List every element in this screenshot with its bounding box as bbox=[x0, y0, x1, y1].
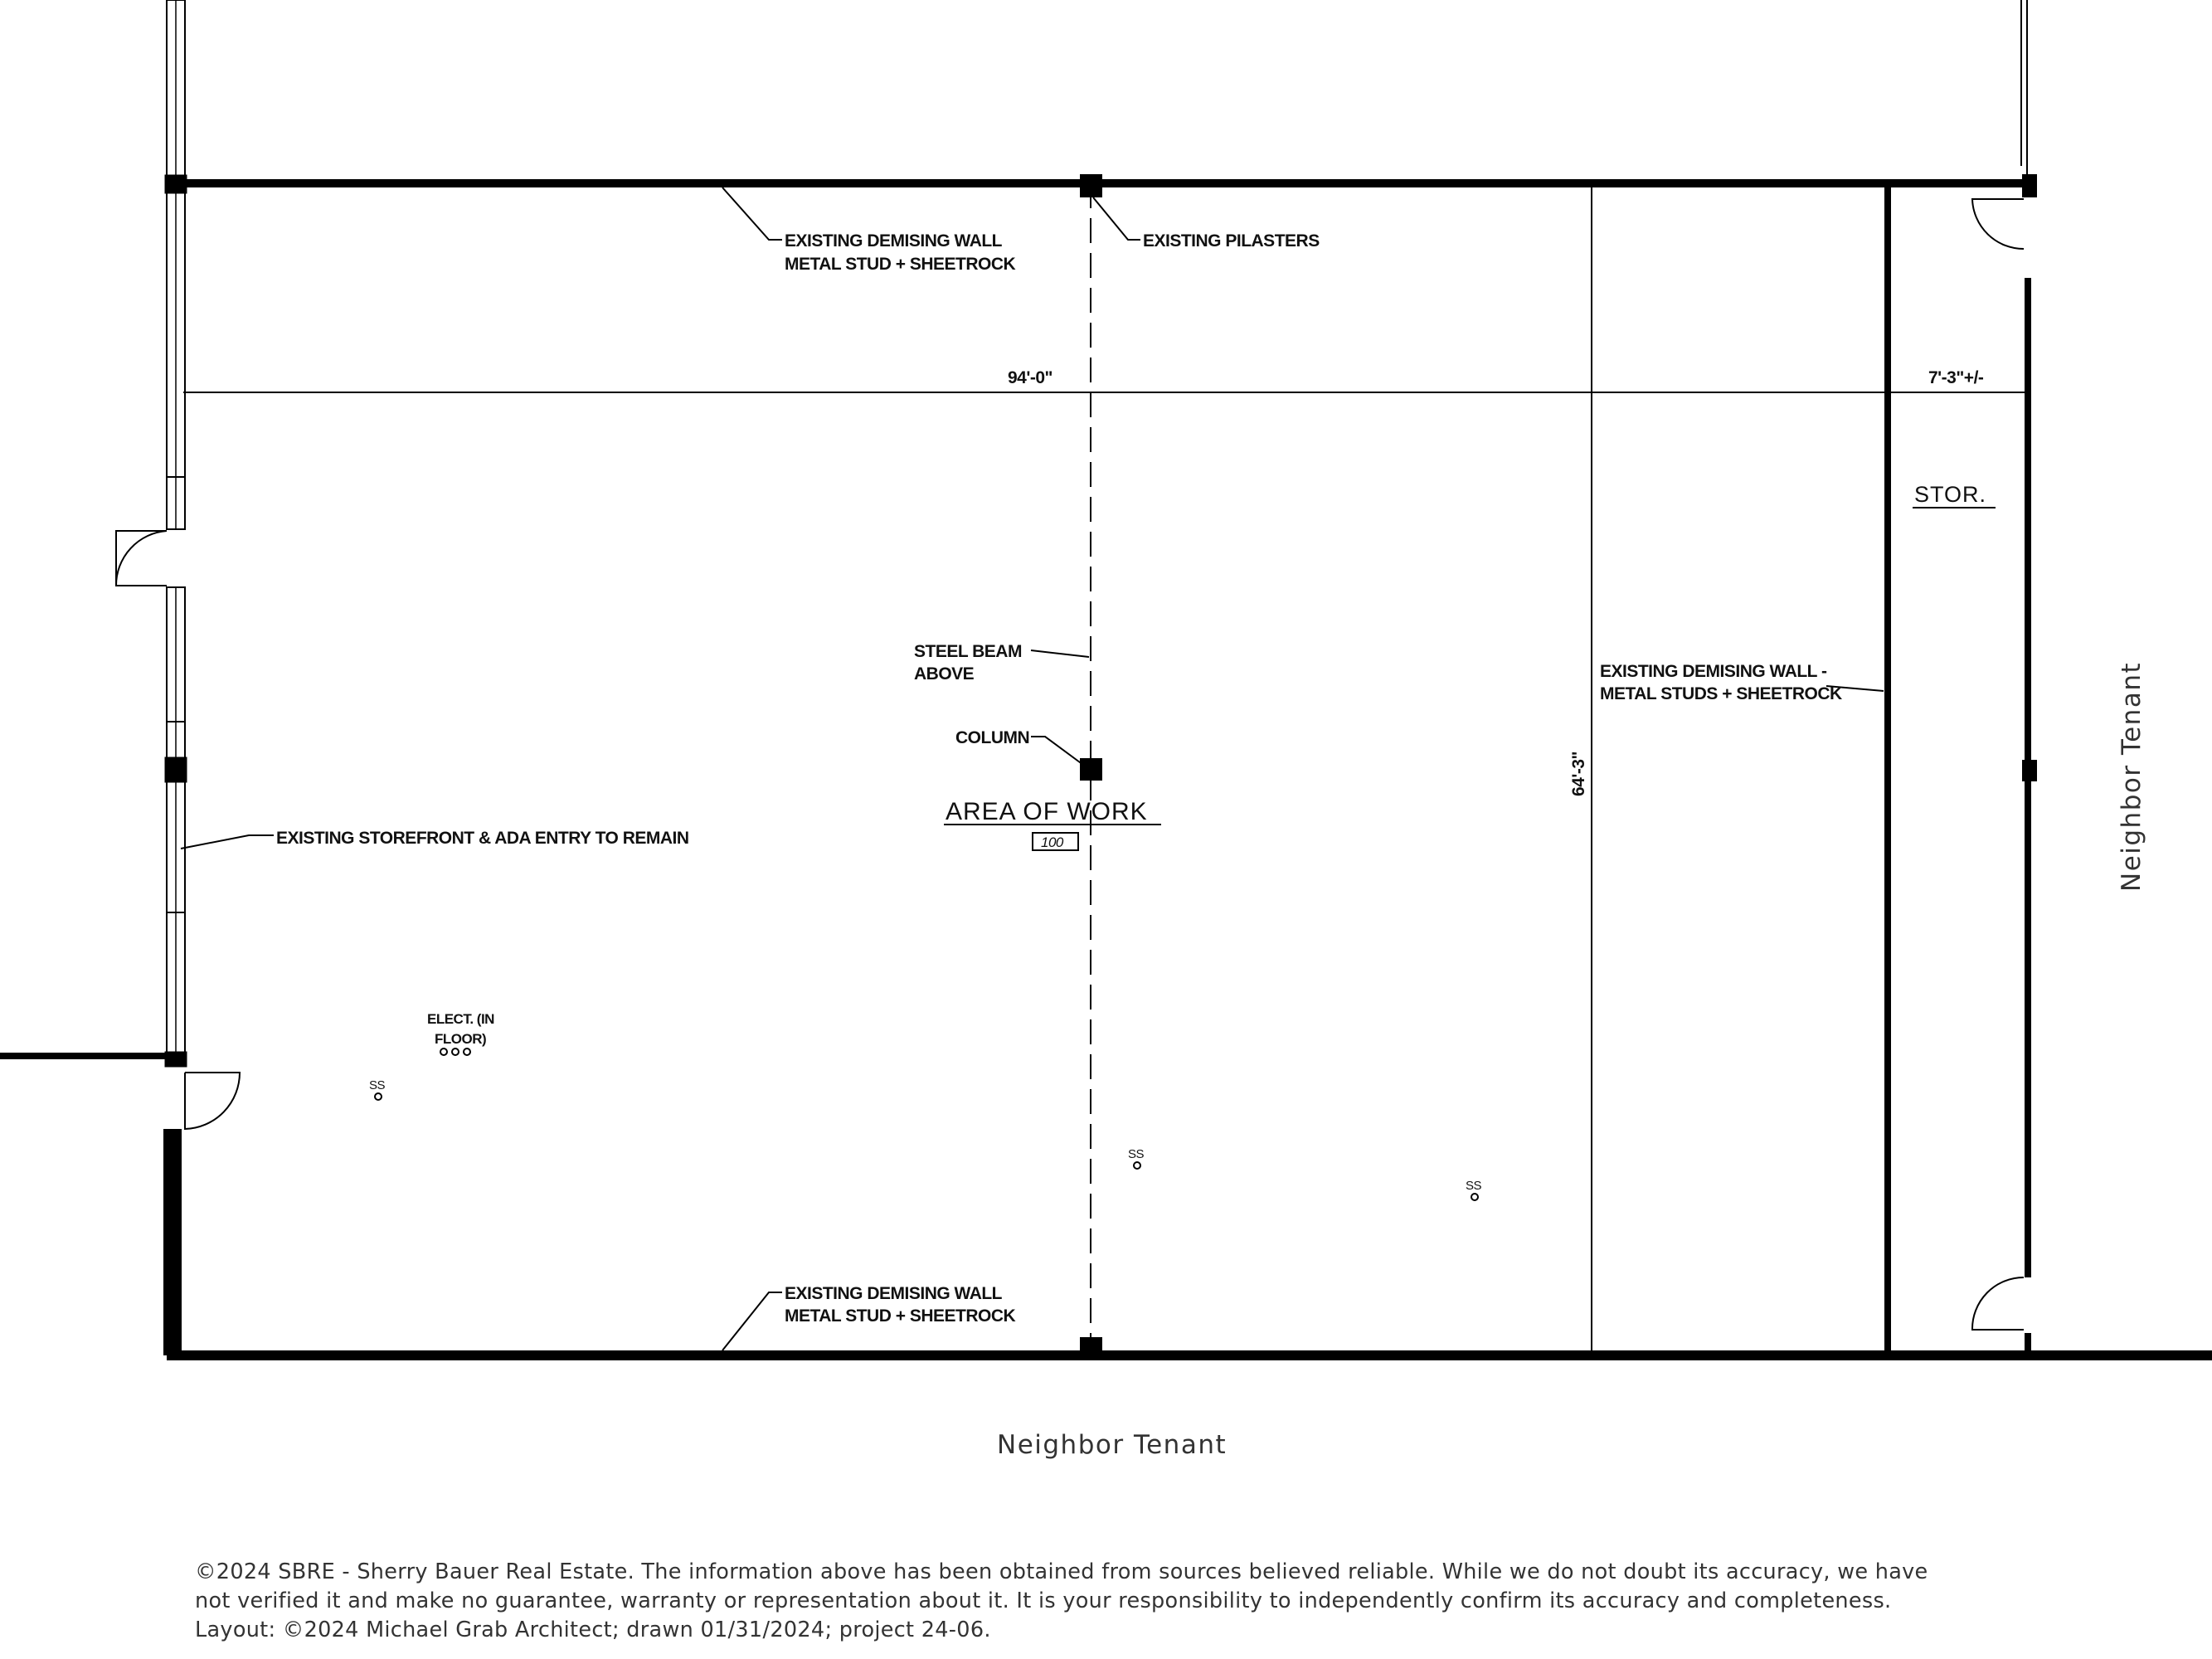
label-storefront: EXISTING STOREFRONT & ADA ENTRY TO REMAI… bbox=[276, 829, 689, 848]
dimension-storage: 7'-3"+/- bbox=[1928, 368, 1984, 387]
label-elect-1: ELECT. (IN bbox=[427, 1011, 494, 1027]
dimension-width: 94'-0" bbox=[1008, 368, 1053, 387]
leaders bbox=[180, 187, 1884, 1351]
dimension-depth: 64'-3" bbox=[1569, 752, 1588, 796]
label-column: COLUMN bbox=[955, 728, 1029, 747]
neighbor-tenant-right: Neighbor Tenant bbox=[2117, 662, 2146, 892]
neighbor-tenant-bottom: Neighbor Tenant bbox=[997, 1430, 1227, 1460]
storage-door-top bbox=[1971, 198, 2025, 250]
walls bbox=[0, 0, 2212, 1360]
label-demising-right-1: EXISTING DEMISING WALL - bbox=[1600, 662, 1827, 681]
storage-door-bottom bbox=[1971, 1277, 2025, 1331]
label-pilasters: EXISTING PILASTERS bbox=[1143, 231, 1320, 251]
label-demising-top-2: METAL STUD + SHEETROCK bbox=[785, 255, 1015, 274]
floor-outlets bbox=[374, 1048, 1479, 1201]
sanitary-sewer-2: SS bbox=[1128, 1147, 1145, 1161]
label-demising-top-1: EXISTING DEMISING WALL bbox=[785, 231, 1003, 251]
exit-door bbox=[184, 1072, 241, 1131]
room-number: 100 bbox=[1041, 834, 1064, 850]
room-label-storage: STOR. bbox=[1914, 482, 1986, 507]
label-demising-right-2: METAL STUDS + SHEETROCK bbox=[1600, 684, 1842, 703]
entry-door bbox=[114, 530, 168, 586]
storefront-mullion bbox=[164, 757, 187, 783]
pilaster-right-mid bbox=[2022, 760, 2037, 781]
doors bbox=[114, 198, 2025, 1331]
footer-disclaimer-line-1: ©2024 SBRE - Sherry Bauer Real Estate. T… bbox=[195, 1559, 1928, 1584]
pilaster-top bbox=[1080, 174, 1102, 197]
label-demising-bottom-1: EXISTING DEMISING WALL bbox=[785, 1284, 1003, 1303]
pilaster-right bbox=[2022, 174, 2037, 197]
sanitary-sewer-3: SS bbox=[1466, 1179, 1482, 1193]
label-elect-2: FLOOR) bbox=[435, 1031, 486, 1047]
room-number-tag bbox=[1032, 832, 1079, 851]
label-steel-beam-2: ABOVE bbox=[914, 664, 975, 684]
label-steel-beam-1: STEEL BEAM bbox=[914, 642, 1022, 661]
footer-credits: Layout: ©2024 Michael Grab Architect; dr… bbox=[195, 1618, 991, 1642]
room-title: AREA OF WORK bbox=[946, 798, 1148, 825]
label-demising-bottom-2: METAL STUD + SHEETROCK bbox=[785, 1306, 1015, 1326]
sanitary-sewer-1: SS bbox=[369, 1078, 386, 1092]
pilaster-bottom bbox=[1080, 1337, 1102, 1357]
column bbox=[1080, 758, 1102, 781]
footer-disclaimer-line-2: not verified it and make no guarantee, w… bbox=[195, 1588, 1892, 1613]
